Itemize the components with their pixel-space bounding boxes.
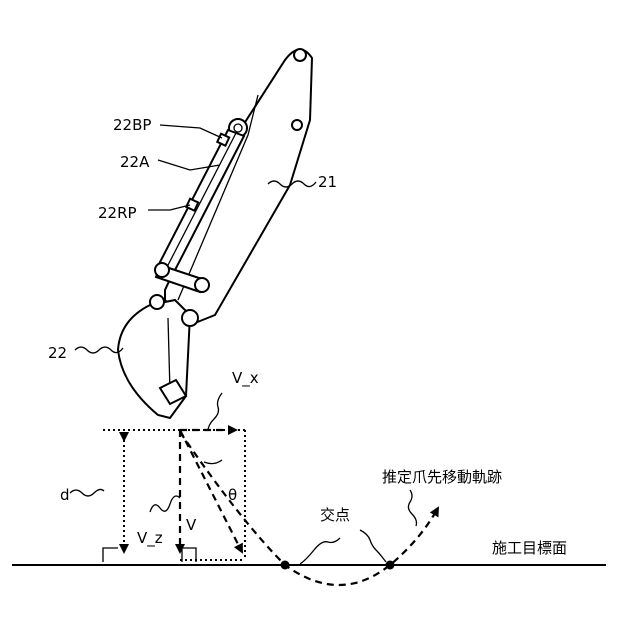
leader-22 <box>75 347 123 353</box>
leader-intersection-2 <box>360 530 386 562</box>
leader-d <box>70 489 104 496</box>
label-v: V <box>186 516 197 534</box>
depth-step-mark <box>103 548 118 562</box>
label-vx: V_x <box>232 369 259 388</box>
leader-trajectory <box>408 490 416 526</box>
label-cylinder: 22A <box>120 153 150 171</box>
label-depth: d <box>60 486 70 504</box>
bucket-pin-right <box>182 310 198 326</box>
label-intersection: 交点 <box>320 506 350 524</box>
label-vz: V_z <box>137 529 163 548</box>
arm-top-pin <box>294 49 306 61</box>
intersection-point-2 <box>386 561 395 570</box>
leader-22BP <box>160 125 222 138</box>
label-theta: θ <box>228 486 237 504</box>
label-bucket: 22 <box>48 344 67 362</box>
link-pin-right <box>195 278 209 292</box>
leader-vz <box>150 496 180 512</box>
arm-mid-pin <box>292 120 302 130</box>
bucket-pin-left <box>150 295 164 309</box>
label-target-surface: 施工目標面 <box>492 539 567 557</box>
leader-intersection <box>300 538 340 564</box>
link-pin-left <box>155 263 169 277</box>
label-bottom-pin: 22BP <box>113 116 151 134</box>
label-arm: 21 <box>318 173 337 191</box>
label-trajectory: 推定爪先移動軌跡 <box>382 468 502 486</box>
right-angle-mark <box>182 548 196 562</box>
label-rod-pin: 22RP <box>98 204 137 222</box>
intersection-point-1 <box>281 561 290 570</box>
leader-vx <box>208 393 222 431</box>
theta-arc <box>204 460 222 464</box>
leader-22RP <box>148 205 190 210</box>
